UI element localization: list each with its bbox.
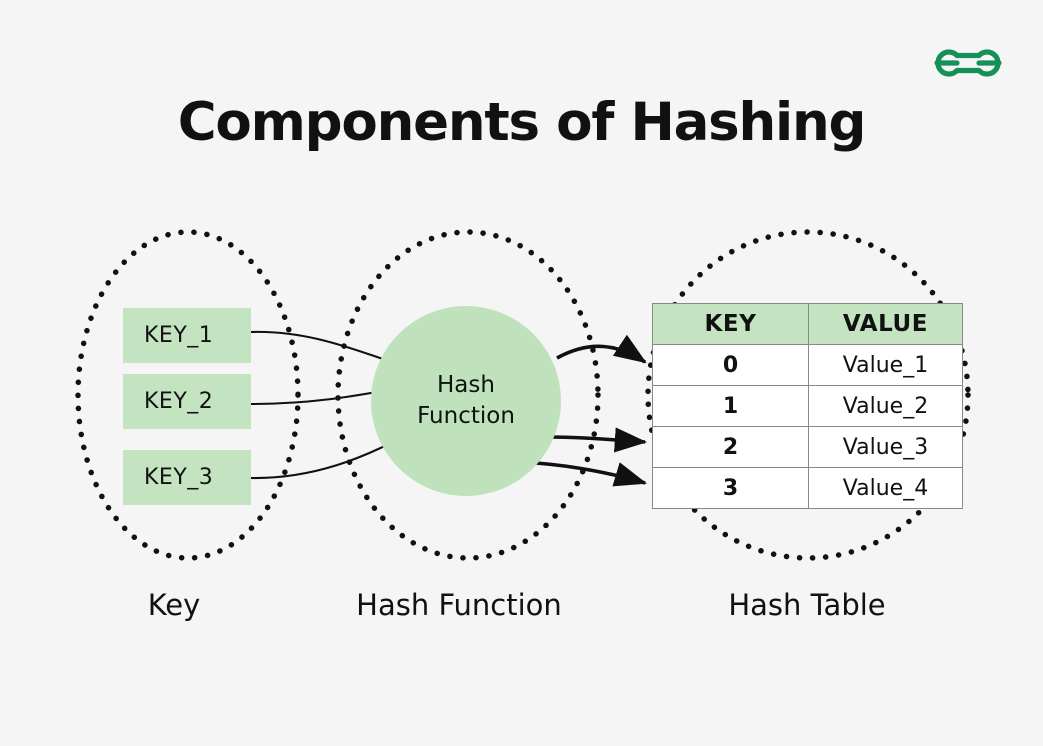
connector-key1-to-hash (250, 330, 393, 364)
table-cell-value: Value_4 (808, 467, 963, 509)
caption-hash-function: Hash Function (356, 588, 562, 622)
arrow-hash-to-row3 (535, 461, 648, 487)
hash-function-label-line2: Function (417, 403, 515, 429)
table-header-row: KEY VALUE (652, 303, 963, 345)
table-cell-key: 3 (652, 467, 809, 509)
connector-key2-to-hash (250, 388, 389, 406)
table-cell-key: 1 (652, 385, 809, 427)
caption-hash-table: Hash Table (728, 588, 886, 622)
arrow-hash-to-row0 (556, 334, 647, 364)
table-cell-key: 2 (652, 426, 809, 468)
key-box[interactable]: KEY_3 (123, 450, 251, 505)
page-title: Components of Hashing (177, 92, 867, 153)
column-header-value: VALUE (808, 303, 963, 345)
table-cell-value: Value_1 (808, 344, 963, 386)
arrow-hash-to-row2 (548, 427, 648, 453)
key-box[interactable]: KEY_1 (123, 308, 251, 363)
table-cell-value: Value_3 (808, 426, 963, 468)
connector-key3-to-hash (250, 440, 396, 480)
table-row: 1 Value_2 (652, 385, 963, 427)
table-cell-key: 0 (652, 344, 809, 386)
column-header-key: KEY (652, 303, 809, 345)
hash-function-circle[interactable]: Hash Function (371, 306, 561, 496)
geeksforgeeks-logo-icon (931, 44, 1005, 82)
caption-key: Key (147, 588, 201, 622)
table-row: 0 Value_1 (652, 344, 963, 386)
table-row: 2 Value_3 (652, 426, 963, 468)
hash-function-label-line1: Hash (437, 371, 495, 398)
key-box[interactable]: KEY_2 (123, 374, 251, 429)
hash-table: KEY VALUE 0 Value_1 1 Value_2 2 Value_3 … (652, 303, 963, 509)
table-cell-value: Value_2 (808, 385, 963, 427)
table-row: 3 Value_4 (652, 467, 963, 509)
